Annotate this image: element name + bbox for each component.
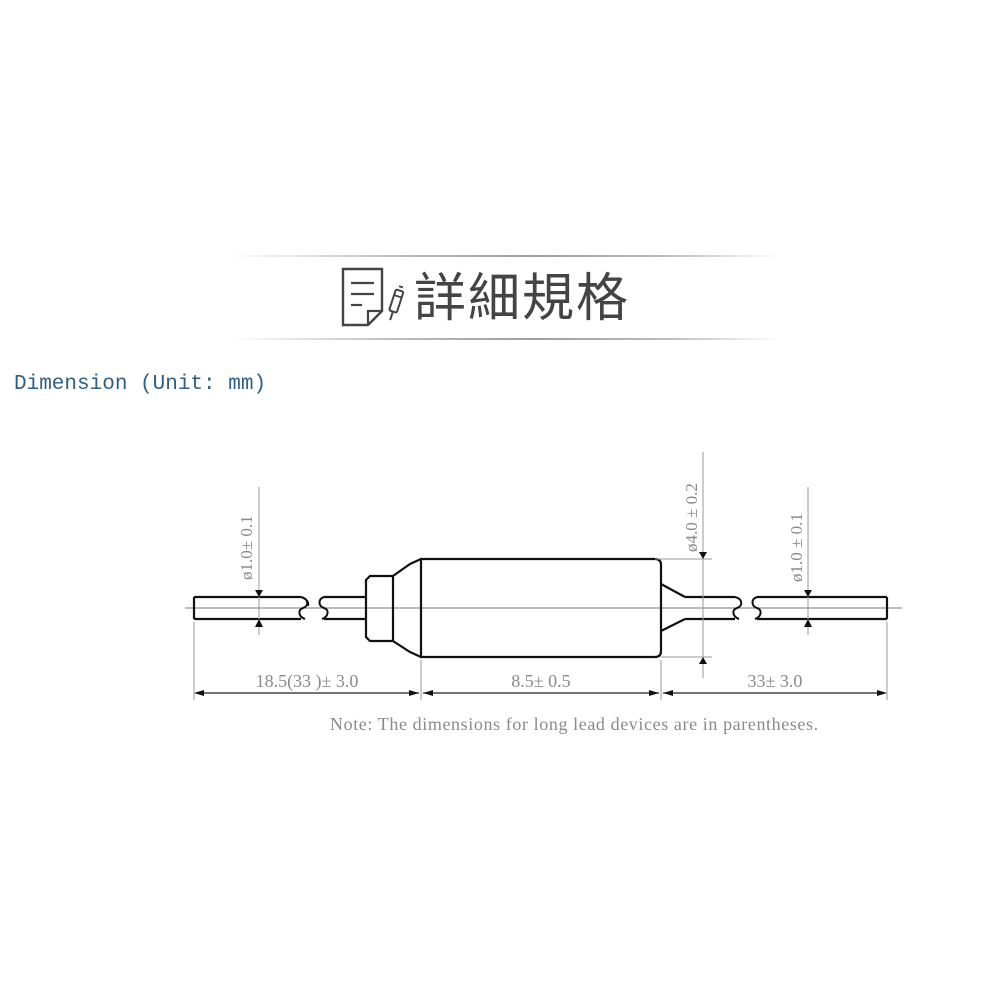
right-lead-diameter-label: ø1.0 ± 0.1 xyxy=(787,513,806,582)
left-lead-diameter-label: ø1.0± 0.1 xyxy=(237,515,256,580)
banner-title-row: 詳細規格 xyxy=(340,267,630,331)
banner-title: 詳細規格 xyxy=(414,269,631,329)
extension-lines xyxy=(193,452,888,700)
left-lead xyxy=(192,595,366,621)
body-length-label: 8.5± 0.5 xyxy=(511,671,570,691)
diameter-arrows xyxy=(255,552,812,664)
body-diameter-label: ø4.0 ± 0.2 xyxy=(682,483,701,552)
length-arrows xyxy=(194,690,887,696)
long-lead-note: Note: The dimensions for long lead devic… xyxy=(330,714,819,734)
banner-bottom-rule xyxy=(230,338,780,340)
left-lead-length-label: 18.5(33 )± 3.0 xyxy=(256,671,359,692)
document-pen-icon xyxy=(341,267,405,327)
dimension-heading: Dimension (Unit: mm) xyxy=(14,373,267,396)
right-lead-length-label: 33± 3.0 xyxy=(748,671,803,691)
spec-banner: 詳細規格 xyxy=(230,255,780,341)
right-lead xyxy=(685,595,889,621)
banner-top-rule xyxy=(230,255,780,257)
